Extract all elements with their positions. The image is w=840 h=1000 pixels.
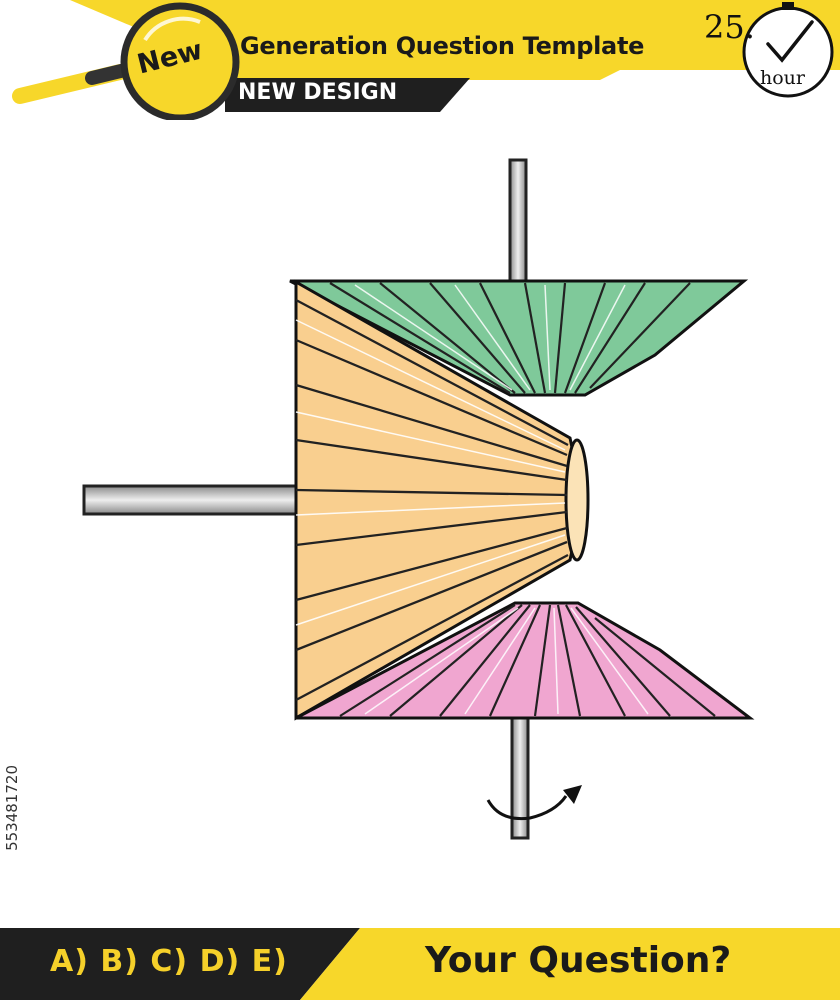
check-icon [766,20,814,63]
pink-cone-gear [295,601,755,720]
green-cone-gear [289,279,749,397]
conical-gear-diagram [82,158,755,840]
magnifier-icon [12,2,240,120]
timer-value: 25. [704,8,755,46]
question-prompt: Your Question? [425,940,732,981]
answer-choices: A) B) C) D) E) [50,944,288,979]
page-title: Generation Question Template [240,32,645,60]
stock-image-id: 553481720 [3,765,21,851]
timer-unit: hour [760,67,805,89]
footer-band [0,928,840,1000]
left-shaft [82,484,298,516]
page-subtitle: NEW DESIGN [238,80,398,105]
header-band [12,0,840,120]
rotation-arrow-icon [486,785,582,821]
top-shaft [508,158,528,284]
orange-cone-gear [294,279,590,721]
